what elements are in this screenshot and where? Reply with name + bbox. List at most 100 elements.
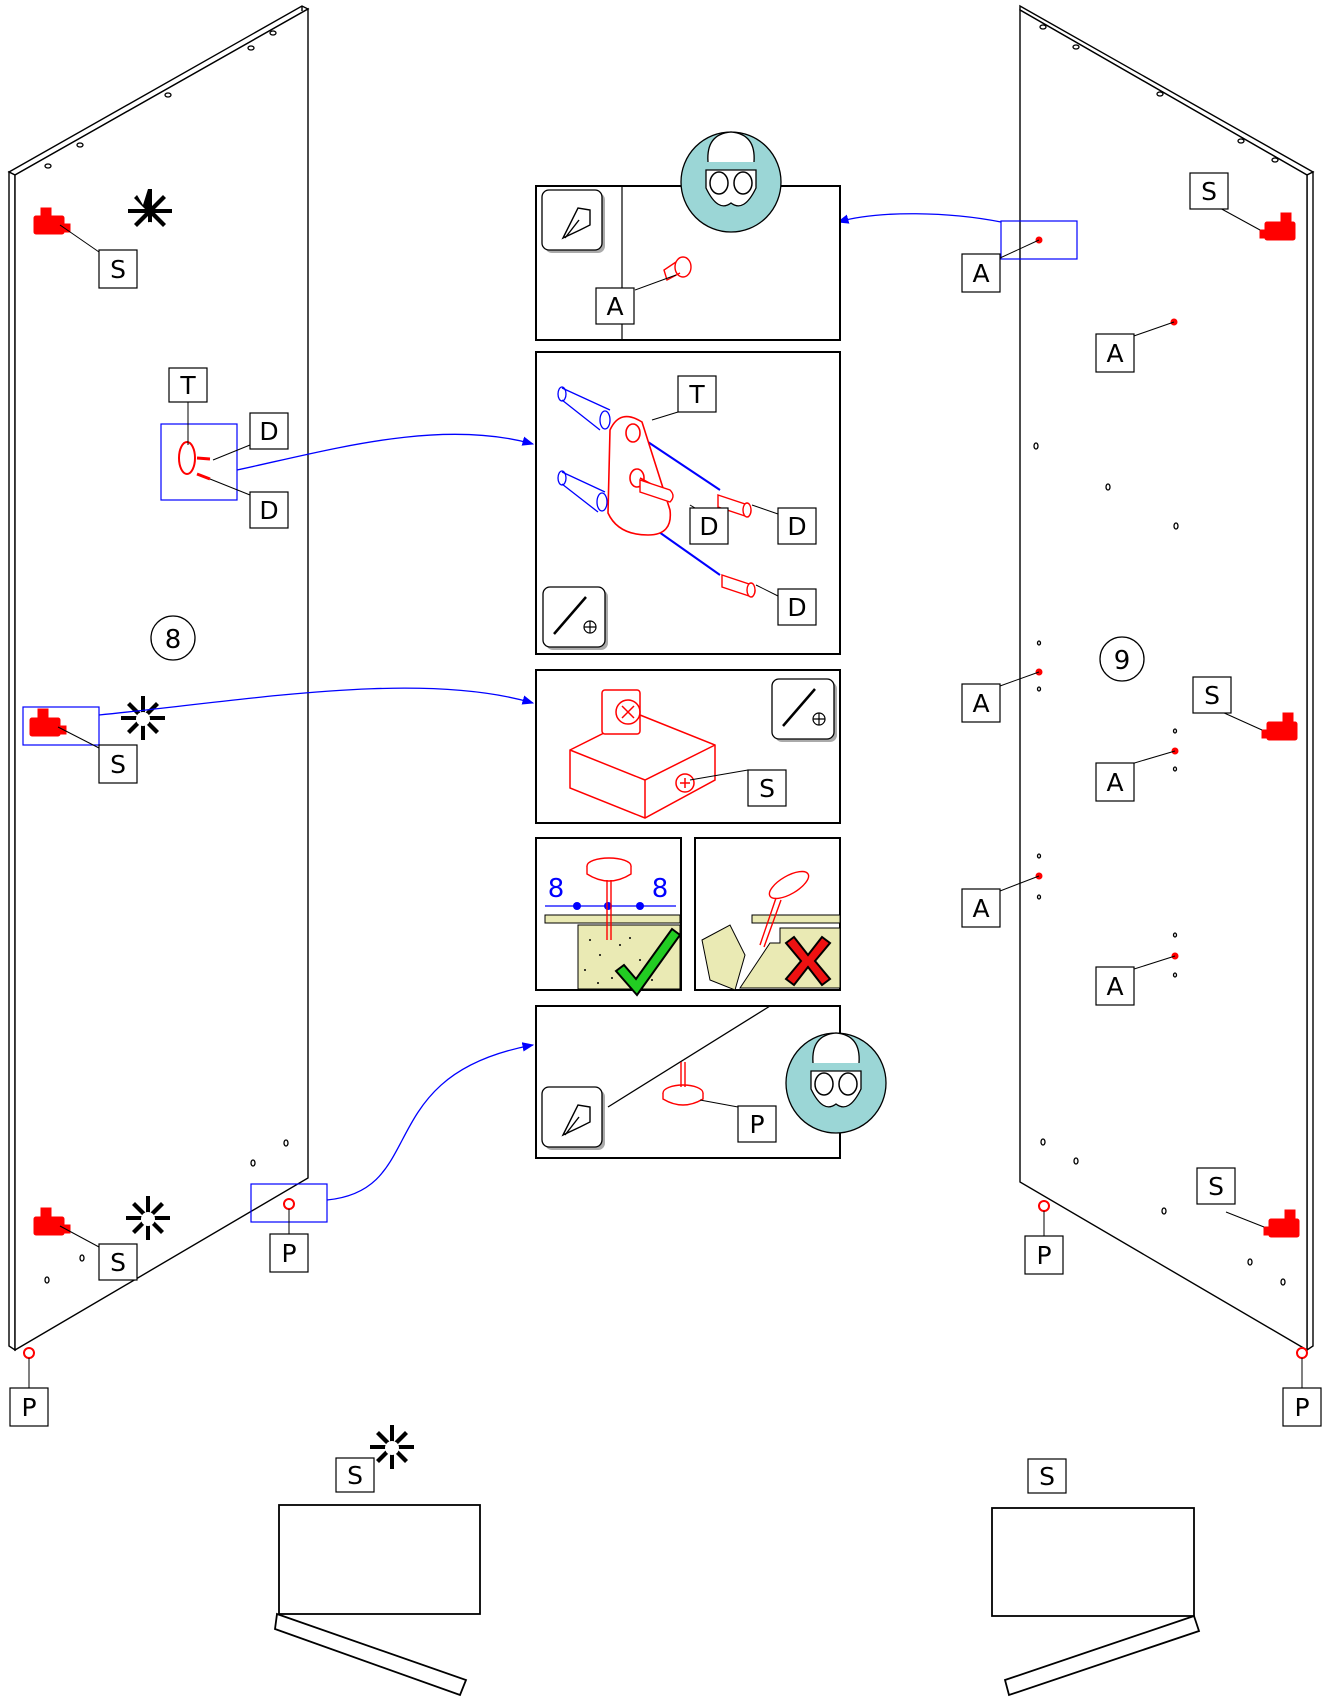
svg-text:D: D: [787, 512, 806, 541]
step-number-9: 9: [1099, 636, 1145, 682]
label-a: A: [961, 683, 1001, 723]
connector-s-left-bottom: [33, 1207, 71, 1236]
hammer-icon: [541, 1086, 605, 1150]
bottom-left-base-parts: [274, 1504, 481, 1697]
label-a: A: [1095, 762, 1135, 802]
part-labels: S T D D S S P P S A A S A A A A S P P S …: [9, 172, 1322, 1494]
svg-text:P: P: [1294, 1393, 1309, 1422]
screwdriver-phillips-icon: [771, 678, 837, 742]
svg-text:D: D: [259, 417, 278, 446]
right-side-panel: [1019, 4, 1315, 1352]
label-s: S: [98, 1243, 138, 1281]
screwdriver-phillips-icon: [542, 586, 608, 650]
label-d: D: [249, 412, 289, 450]
svg-text:S: S: [347, 1461, 363, 1490]
svg-text:A: A: [972, 894, 989, 923]
label-p: P: [269, 1233, 309, 1273]
label-s: S: [335, 1457, 375, 1493]
svg-text:S: S: [110, 1248, 126, 1277]
label-d: D: [777, 507, 817, 545]
label-a: A: [1095, 966, 1135, 1006]
label-s: S: [1192, 676, 1232, 714]
svg-text:T: T: [179, 371, 196, 400]
detail-box-correct: 8 8: [535, 837, 682, 997]
cross-mark-icon: [784, 935, 832, 987]
svg-text:D: D: [699, 512, 718, 541]
svg-text:P: P: [1036, 1241, 1051, 1270]
svg-text:S: S: [759, 774, 775, 803]
label-a: A: [961, 888, 1001, 928]
glue-star-icon: [121, 696, 165, 740]
label-s: S: [98, 249, 138, 289]
glide-p-part: [586, 857, 632, 940]
check-mark-icon: [614, 927, 682, 997]
label-s: S: [1027, 1458, 1067, 1494]
connector-s-part: [569, 689, 716, 819]
right-panel-holes: [1033, 24, 1286, 1286]
svg-text:D: D: [787, 593, 806, 622]
svg-text:S: S: [1204, 681, 1220, 710]
hammer-icon: [541, 189, 605, 253]
label-d: D: [249, 491, 289, 529]
left-side-panel: [7, 5, 310, 1352]
svg-text:T: T: [688, 380, 705, 409]
svg-text:S: S: [1208, 1172, 1224, 1201]
glue-star-icon: [128, 189, 172, 236]
glue-star-icon: [370, 1425, 414, 1469]
bottom-right-base-parts: [991, 1507, 1201, 1697]
step-number-8: 8: [150, 615, 196, 661]
detail-link-arrows: [98, 213, 1002, 1201]
label-s: S: [747, 769, 787, 807]
glide-p-part: [662, 1062, 704, 1106]
svg-text:P: P: [749, 1110, 764, 1139]
label-d: D: [777, 588, 817, 626]
svg-text:S: S: [110, 750, 126, 779]
svg-text:8: 8: [548, 874, 565, 904]
svg-text:A: A: [972, 689, 989, 718]
svg-text:A: A: [1106, 768, 1123, 797]
connector-s-left-mid: [29, 708, 67, 737]
label-s: S: [1189, 172, 1229, 210]
svg-text:A: A: [972, 259, 989, 288]
screw-d-parts: [639, 479, 756, 598]
safety-goggles-icon: [680, 131, 782, 233]
label-t: T: [168, 367, 208, 403]
glue-star-icon: [126, 1196, 170, 1240]
connector-s-right-mid: [1261, 712, 1298, 741]
detail-box-incorrect: [694, 837, 841, 991]
label-leader-lines: [28, 206, 1303, 1388]
detail-box-pin-a: A: [535, 131, 841, 341]
detail-box-bracket-t: T D D D: [535, 351, 841, 655]
svg-text:9: 9: [1114, 646, 1131, 676]
safety-goggles-icon: [785, 1032, 887, 1134]
svg-text:D: D: [259, 496, 278, 525]
label-d: D: [689, 507, 729, 545]
connector-s-right-top: [1259, 212, 1296, 241]
connector-s-right-bottom: [1263, 1209, 1300, 1238]
label-p: P: [1282, 1387, 1322, 1427]
detail-highlight-boxes: [22, 220, 1078, 1223]
label-p: P: [737, 1105, 777, 1143]
detail-box-glide-p: P: [535, 1005, 887, 1159]
svg-text:S: S: [1039, 1462, 1055, 1491]
label-t: T: [677, 375, 717, 413]
svg-text:P: P: [281, 1239, 296, 1268]
svg-text:A: A: [1106, 339, 1123, 368]
svg-text:8: 8: [652, 874, 669, 904]
label-a: A: [595, 287, 635, 325]
svg-text:8: 8: [165, 625, 182, 655]
svg-text:S: S: [1201, 177, 1217, 206]
glide-p-part: [759, 870, 810, 948]
svg-text:A: A: [606, 292, 623, 321]
label-s: S: [1196, 1167, 1236, 1205]
pin-a-part: [663, 256, 692, 282]
label-a: A: [961, 253, 1001, 293]
svg-text:S: S: [110, 255, 126, 284]
detail-box-connector-s: S: [535, 669, 841, 824]
label-p: P: [9, 1387, 49, 1427]
left-panel-holes: [44, 30, 289, 1284]
label-s: S: [98, 744, 138, 784]
label-a: A: [1095, 333, 1135, 373]
label-p: P: [1024, 1235, 1064, 1275]
